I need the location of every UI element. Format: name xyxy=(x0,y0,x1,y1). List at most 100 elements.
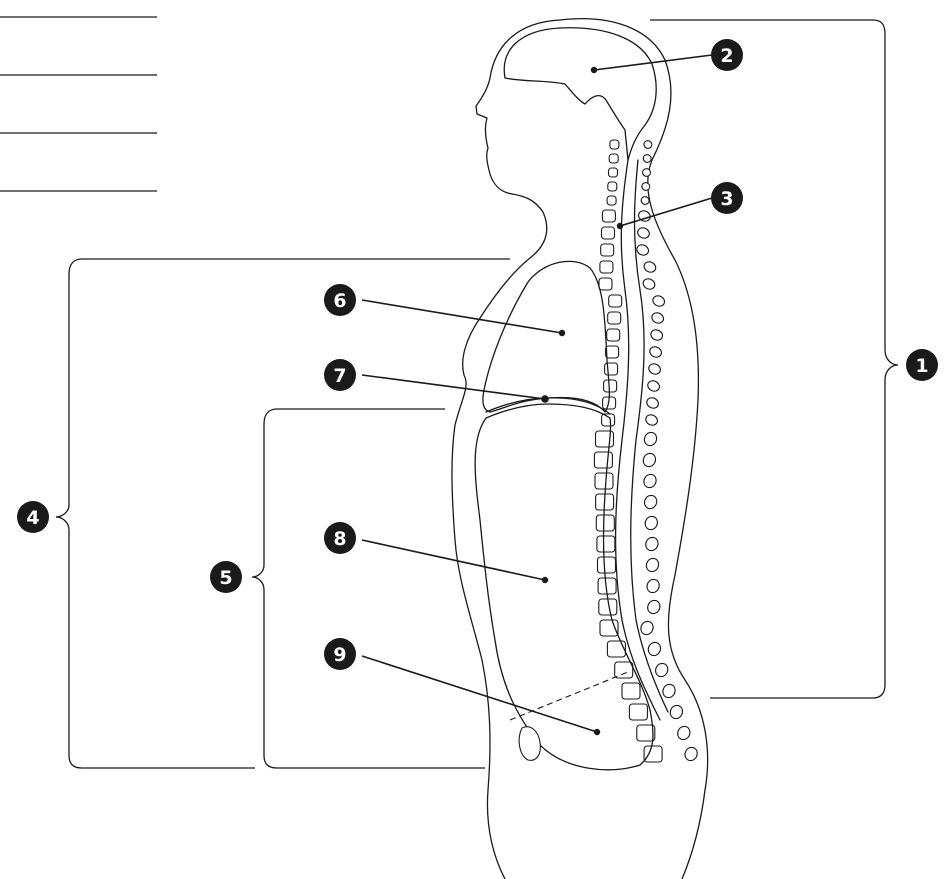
spinous-process xyxy=(643,139,653,149)
body-outline xyxy=(452,19,708,879)
spinous-process xyxy=(641,451,658,468)
pubic-bone xyxy=(519,727,540,761)
brain-base-outline xyxy=(505,78,628,160)
spinous-process xyxy=(642,430,659,447)
dorsal-cavity xyxy=(504,28,668,720)
marker-5: 5 xyxy=(210,561,242,593)
spinous-process xyxy=(641,277,656,291)
vertebral-body xyxy=(601,244,614,256)
spinous-process xyxy=(645,577,662,594)
vertebral-body xyxy=(602,227,615,239)
leader-lines xyxy=(362,55,712,735)
marker-6: 6 xyxy=(324,284,356,316)
vertebral-body xyxy=(596,431,614,447)
spinous-process xyxy=(646,640,663,657)
leader-dot-2 xyxy=(591,67,597,73)
marker-9-number: 9 xyxy=(333,644,346,666)
body-back-outline xyxy=(560,19,708,879)
marker-7: 7 xyxy=(324,359,356,391)
spinous-process xyxy=(646,598,663,615)
vertebral-body xyxy=(596,515,614,531)
vertebral-body xyxy=(597,536,615,552)
spinous-process xyxy=(636,226,651,240)
vertebral-bodies xyxy=(594,140,662,762)
spinous-process xyxy=(668,703,685,720)
spinous-process xyxy=(650,311,665,325)
leader-line-8 xyxy=(362,540,545,580)
vertebral-body xyxy=(606,346,619,358)
marker-1-number: 1 xyxy=(915,355,928,377)
leader-dot-9 xyxy=(594,729,600,735)
marker-9: 9 xyxy=(324,638,356,670)
marker-8-number: 8 xyxy=(333,528,346,550)
marker-5-number: 5 xyxy=(219,567,232,589)
bracket-4 xyxy=(56,259,510,768)
spinous-process xyxy=(644,556,661,573)
pelvic-inlet-dashed-line xyxy=(510,672,628,720)
spinous-process xyxy=(649,328,664,342)
vertebral-body xyxy=(594,452,612,468)
vertebral-body xyxy=(609,295,622,307)
leader-line-7 xyxy=(362,375,545,399)
thoracic-cavity-outline xyxy=(483,261,609,412)
spinous-process xyxy=(641,167,651,177)
vertebral-body xyxy=(605,363,618,375)
spinous-process xyxy=(644,413,659,427)
spinous-process xyxy=(642,472,659,489)
marker-2-number: 2 xyxy=(720,45,733,67)
marker-4-number: 4 xyxy=(26,507,39,529)
vertebral-body xyxy=(609,168,618,177)
vertebral-body xyxy=(609,154,618,163)
vertebral-body xyxy=(604,380,617,392)
vertebral-body xyxy=(600,261,613,273)
leader-line-9 xyxy=(362,656,597,732)
leader-dot-8 xyxy=(542,577,548,583)
vertebral-body xyxy=(595,473,613,489)
vertebral-body xyxy=(610,140,619,149)
leader-dot-3 xyxy=(617,223,623,229)
bracket-1 xyxy=(650,20,898,698)
spinous-process xyxy=(641,181,651,191)
leader-dot-6 xyxy=(559,330,565,336)
marker-4: 4 xyxy=(17,501,49,533)
marker-3: 3 xyxy=(711,182,743,214)
spinous-process xyxy=(644,535,661,552)
brackets xyxy=(56,20,898,768)
spinous-process xyxy=(683,745,700,762)
vertebral-body xyxy=(615,662,633,678)
spinous-process xyxy=(651,294,666,308)
marker-7-number: 7 xyxy=(333,365,346,387)
leader-dot-7 xyxy=(541,395,549,403)
spinous-process xyxy=(676,724,693,741)
vertebral-body xyxy=(644,746,662,762)
marker-3-number: 3 xyxy=(720,188,733,210)
answer-blanks xyxy=(0,17,157,191)
abdominopelvic-cavity-outline xyxy=(475,404,653,770)
vertebral-body xyxy=(607,196,616,205)
vertebral-body xyxy=(608,312,621,324)
marker-6-number: 6 xyxy=(333,290,346,312)
spinous-process xyxy=(643,514,660,531)
bracket-5 xyxy=(252,409,485,768)
spinous-processes xyxy=(635,139,699,762)
spinous-process xyxy=(646,379,661,393)
leader-line-6 xyxy=(362,300,562,333)
spinous-process xyxy=(635,243,650,257)
vertebral-body xyxy=(602,210,615,222)
vertebral-body xyxy=(608,182,617,191)
vertebral-body xyxy=(602,414,615,426)
marker-8: 8 xyxy=(324,522,356,554)
vertebral-body xyxy=(598,557,616,573)
body-front-outline xyxy=(452,20,560,879)
vertebral-body xyxy=(622,683,640,699)
spinous-process xyxy=(647,362,662,376)
spinous-process xyxy=(645,396,660,410)
spinous-process xyxy=(653,661,670,678)
vertebral-body xyxy=(599,278,612,290)
spinous-process xyxy=(648,345,663,359)
vertebral-body xyxy=(607,329,620,341)
leader-line-3 xyxy=(620,198,712,226)
marker-1: 1 xyxy=(906,349,938,381)
spinous-process xyxy=(639,619,656,636)
